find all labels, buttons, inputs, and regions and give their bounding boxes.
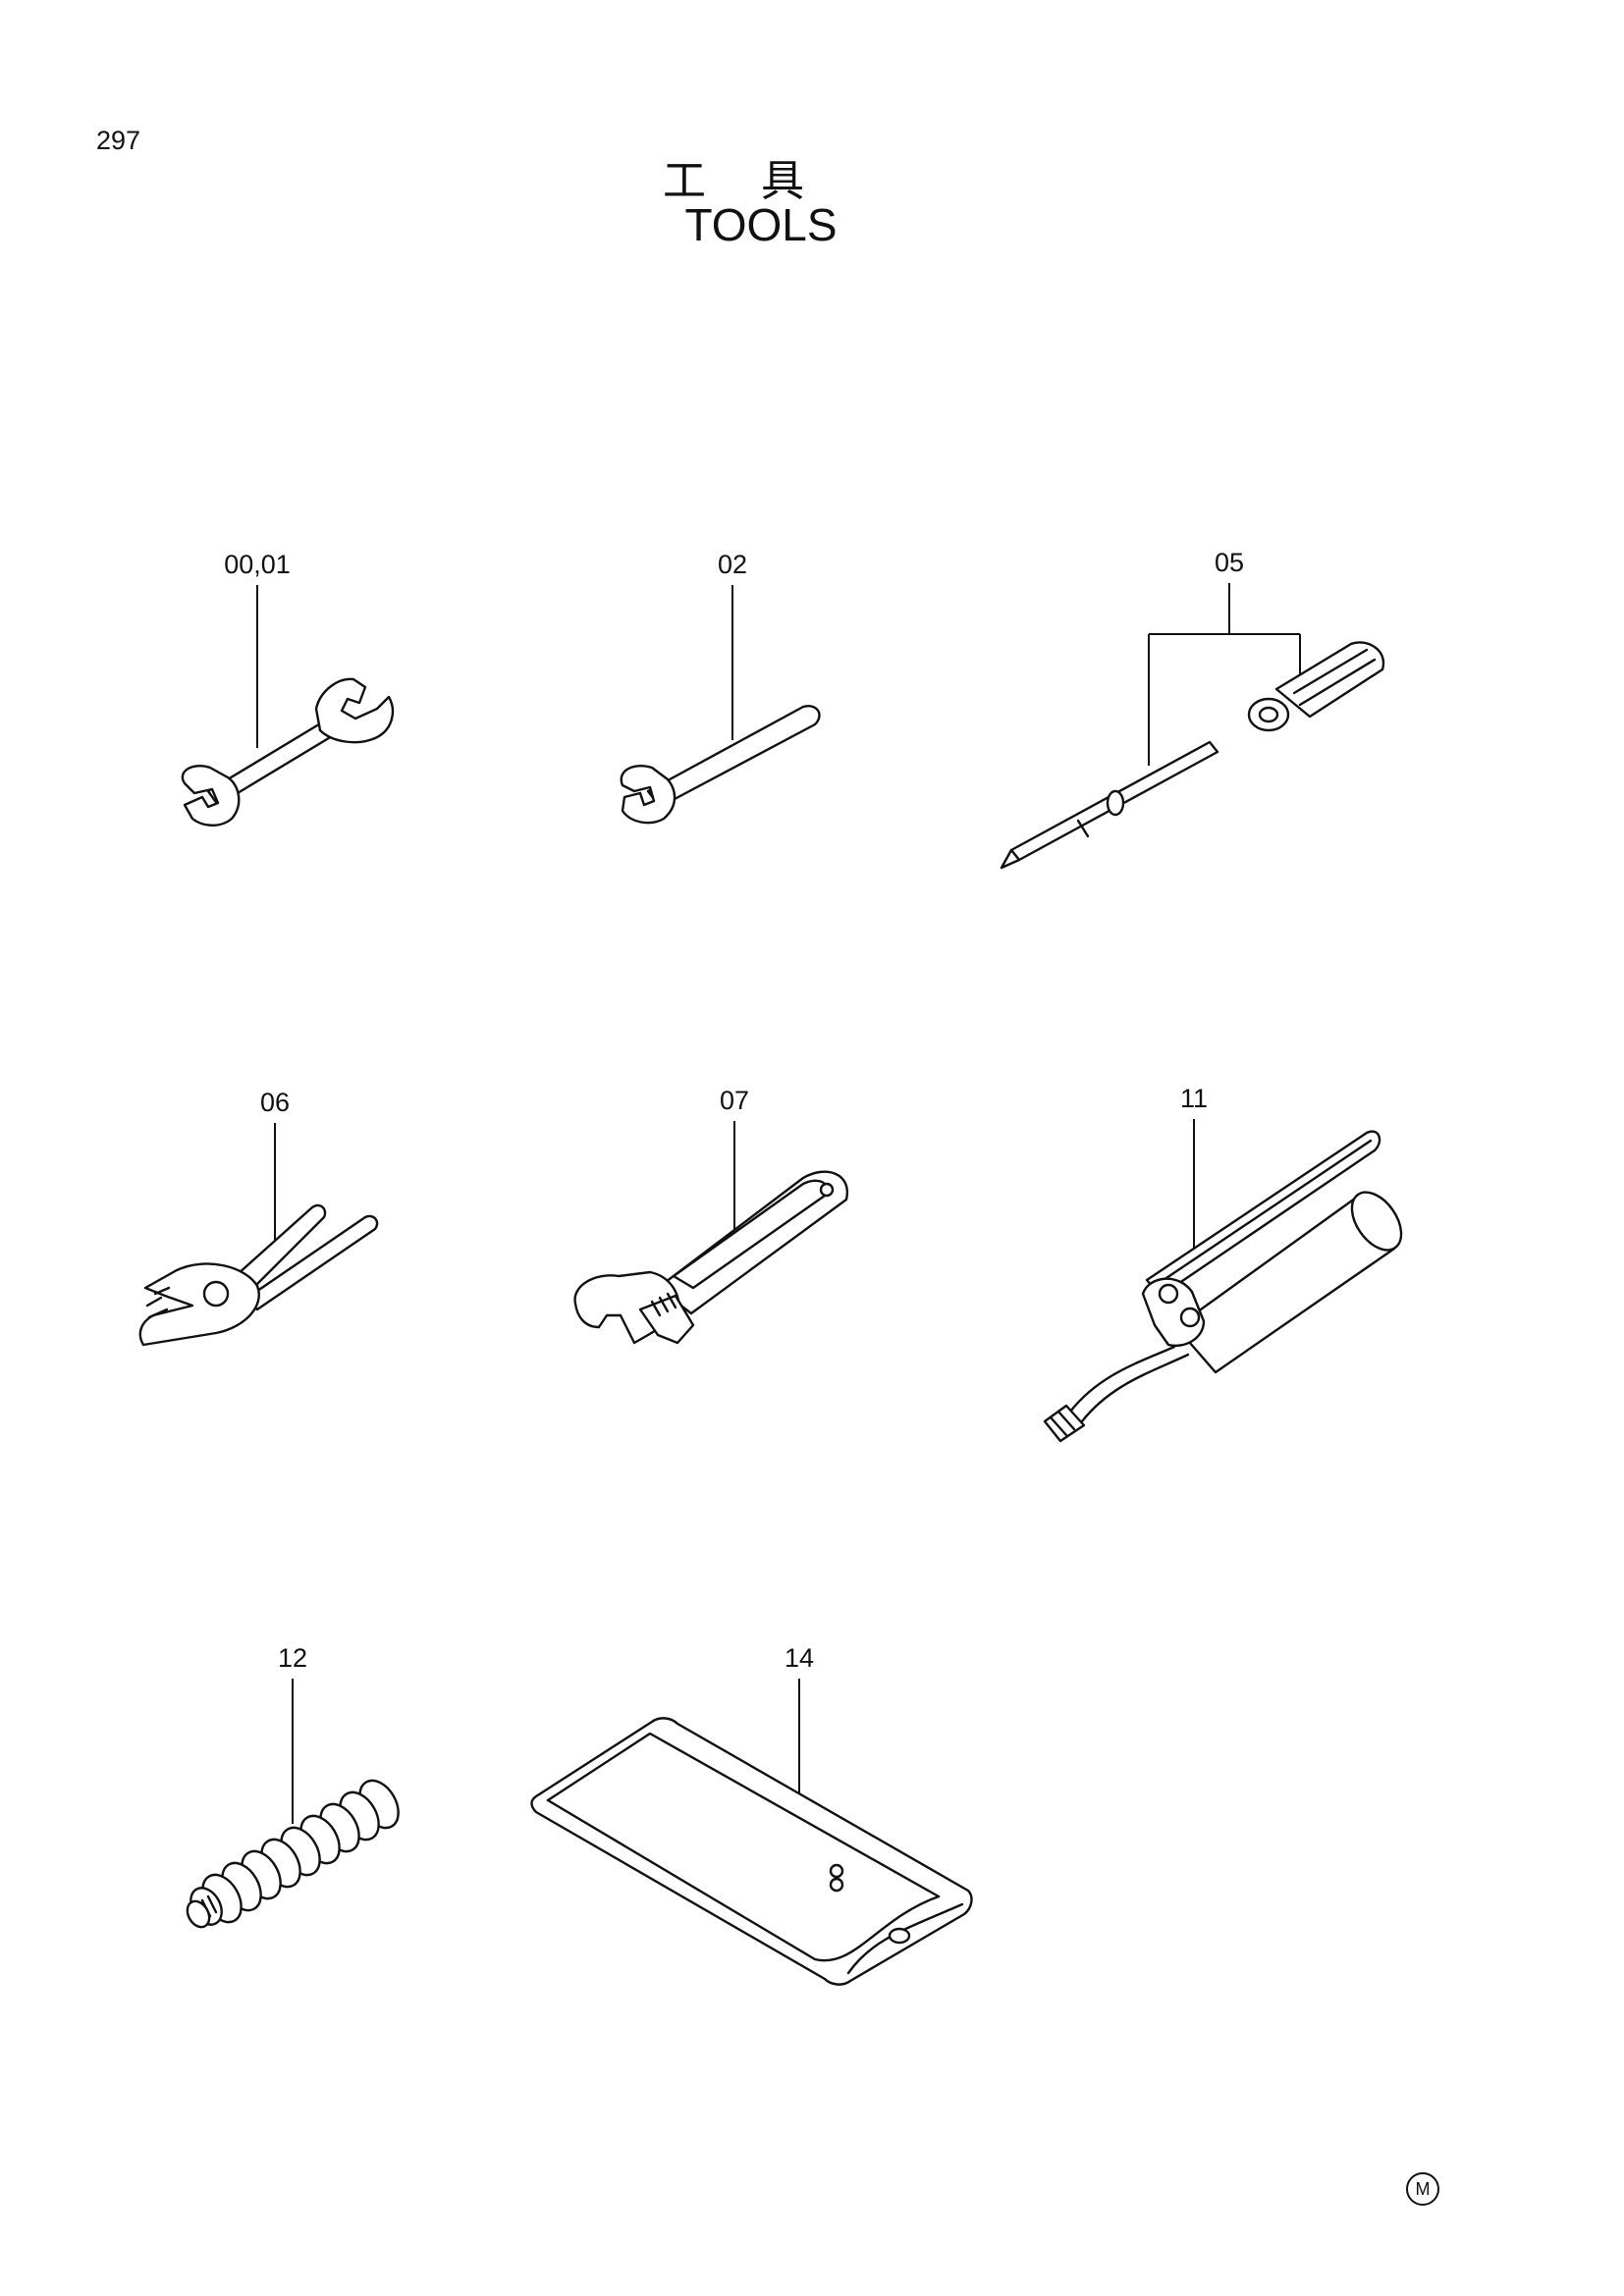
callout-label-14: 14 xyxy=(785,1643,814,1673)
callout-label-07: 07 xyxy=(720,1086,749,1115)
page-number: 297 xyxy=(96,126,141,155)
callout-11: 11 xyxy=(1180,1084,1208,1249)
double-open-end-wrench-icon xyxy=(181,677,395,827)
callout-14: 14 xyxy=(785,1643,814,1794)
callout-00-01: 00,01 xyxy=(224,550,291,748)
callout-07: 07 xyxy=(720,1086,749,1235)
adjustable-wrench-icon xyxy=(573,1170,849,1345)
screwdriver-set-icon xyxy=(1000,641,1385,870)
callout-label-06: 06 xyxy=(260,1088,290,1117)
callout-label-11: 11 xyxy=(1180,1084,1208,1113)
callout-label-00-01: 00,01 xyxy=(224,550,291,579)
callout-label-12: 12 xyxy=(278,1643,307,1673)
tool-bag-icon xyxy=(530,1717,973,1986)
manufacturer-mark-icon: M xyxy=(1406,2172,1439,2206)
grease-nozzle-icon xyxy=(186,1779,400,1929)
callout-label-02: 02 xyxy=(718,550,747,579)
callout-05: 05 xyxy=(1148,548,1301,766)
page-title-japanese: 工具 xyxy=(663,156,859,206)
grease-gun-icon xyxy=(1043,1130,1403,1443)
callout-12: 12 xyxy=(278,1643,307,1824)
callout-06: 06 xyxy=(260,1088,290,1247)
single-open-end-wrench-icon xyxy=(620,705,821,825)
pliers-icon xyxy=(138,1203,379,1347)
callout-02: 02 xyxy=(718,550,747,740)
callout-label-05: 05 xyxy=(1215,548,1244,577)
page-title: TOOLS xyxy=(684,199,838,250)
